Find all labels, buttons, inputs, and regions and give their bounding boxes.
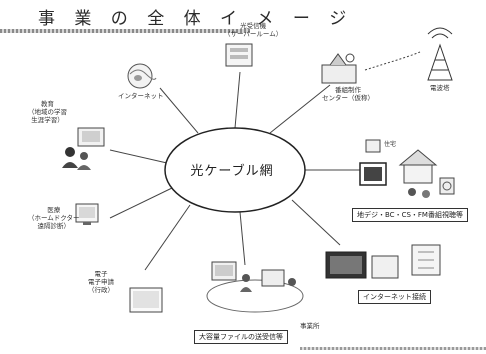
medical-label: 医療 （ホームドクター 遠隔診断）: [28, 206, 80, 231]
large-file-office-icon: [206, 261, 304, 313]
home-label: 住宅: [384, 140, 396, 148]
server-icon: [225, 43, 253, 67]
connection-lines: [109, 51, 421, 271]
spoke-broadcast-center: [269, 84, 331, 134]
broadcast-center-label: 番組制作 センター（仮称）: [322, 86, 374, 103]
e-application-label: 電子 電子申請 （行政）: [88, 270, 114, 295]
spoke-server-room: [234, 71, 241, 129]
tv-broadcast-label: 地デジ・BC・CS・FM番組視聴等: [352, 208, 468, 222]
internet-label: インターネット: [118, 92, 164, 100]
family-icon: [408, 188, 430, 198]
spoke-internet-conn: [291, 199, 341, 246]
antenna-label: 電波塔: [430, 84, 450, 92]
office-screen-icon: [325, 251, 399, 279]
page-title: 事 業 の 全 体 イ メ ー ジ: [38, 9, 354, 29]
television-icon: 住宅: [359, 139, 396, 186]
hub-label: 光ケーブル網: [190, 164, 274, 179]
house-icon: [398, 149, 455, 195]
spoke-medical: [109, 187, 173, 219]
laptop-icon: [129, 287, 163, 313]
office-label: 事業所: [300, 322, 320, 330]
education-icon: [62, 127, 105, 170]
signal-link: [364, 51, 421, 71]
hub-ellipse: [164, 127, 306, 213]
antenna-tower-icon: [427, 27, 453, 81]
medical-monitor-icon: [75, 203, 99, 225]
spoke-internet: [159, 87, 199, 134]
internet-connection-label: インターネット接続: [358, 290, 431, 304]
globe-icon: [127, 63, 157, 89]
spoke-education: [109, 149, 168, 164]
spoke-large-file: [239, 211, 246, 266]
title-underline: [0, 29, 250, 33]
office-building-icon: [411, 244, 441, 276]
bottom-rule: [300, 347, 486, 350]
server-room-label: 光受信機 （サーバールーム）: [224, 22, 283, 39]
education-label: 教育 （地域の学習 生涯学習）: [28, 100, 67, 125]
broadcast-center-icon: [321, 53, 357, 84]
spoke-e-application: [144, 204, 191, 271]
large-file-label: 大容量ファイルの送受信等: [194, 330, 288, 344]
